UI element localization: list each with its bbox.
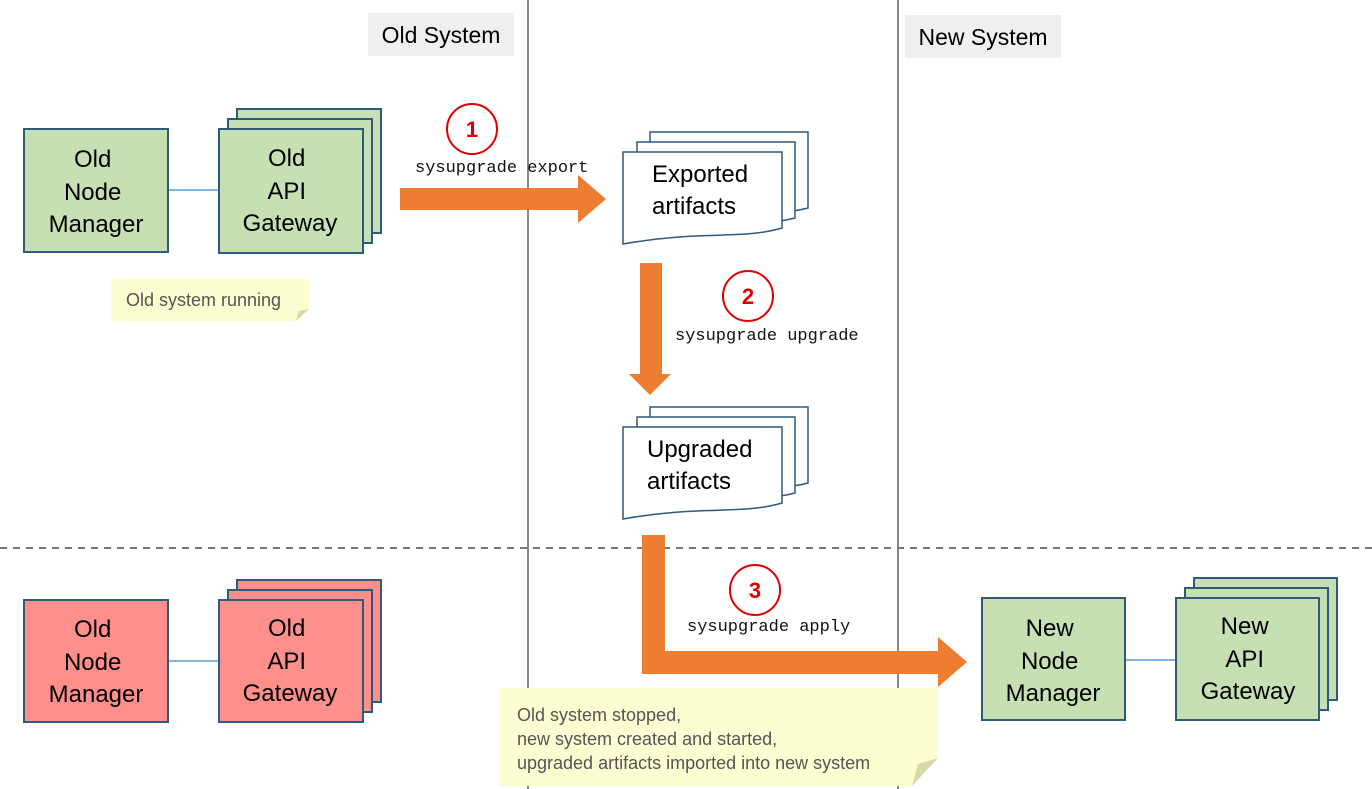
old-api-gateway-stopped-label: Old API Gateway (243, 615, 338, 707)
old-api-gateway-running-label: Old API Gateway (243, 145, 338, 237)
step-2-badge: 2 (722, 270, 774, 322)
step-3-number: 3 (749, 578, 761, 603)
step-3-arrow (642, 535, 967, 687)
old-api-gateway-stopped: Old API Gateway (218, 579, 382, 723)
upgraded-artifacts: Upgraded artifacts (622, 406, 809, 520)
note-old-running-text: Old system running (126, 290, 281, 310)
new-node-manager: New Node Manager (981, 597, 1126, 721)
step-2-command: sysupgrade upgrade (675, 327, 859, 346)
header-new-system: New System (905, 15, 1061, 58)
old-node-manager-running: Old Node Manager (23, 128, 169, 253)
note-old-running: Old system running (111, 279, 309, 321)
new-api-gateway-label: New API Gateway (1201, 613, 1296, 705)
old-node-manager-running-label: Old Node Manager (49, 146, 144, 238)
step-3-command: sysupgrade apply (687, 618, 850, 637)
exported-artifacts-label: Exported artifacts (652, 161, 755, 220)
step-3-badge: 3 (729, 564, 781, 616)
new-node-manager-label: New Node Manager (1006, 615, 1101, 707)
old-node-manager-stopped-label: Old Node Manager (49, 616, 144, 708)
old-api-gateway-running: Old API Gateway (218, 108, 382, 254)
note-final-text: Old system stopped, new system created a… (517, 705, 870, 773)
step-1-number: 1 (466, 117, 478, 142)
old-node-manager-stopped: Old Node Manager (23, 599, 169, 723)
header-old-system-label: Old System (382, 22, 501, 48)
step-1-arrow (400, 175, 606, 223)
new-api-gateway: New API Gateway (1175, 577, 1338, 721)
step-2-arrow (629, 263, 671, 395)
step-2-number: 2 (742, 284, 754, 309)
header-old-system: Old System (368, 13, 514, 56)
upgraded-artifacts-label: Upgraded artifacts (647, 436, 759, 495)
header-new-system-label: New System (918, 24, 1047, 50)
step-1-badge: 1 (446, 103, 498, 155)
exported-artifacts: Exported artifacts (622, 131, 809, 245)
note-final: Old system stopped, new system created a… (499, 688, 938, 786)
step-1-command: sysupgrade export (415, 159, 588, 178)
